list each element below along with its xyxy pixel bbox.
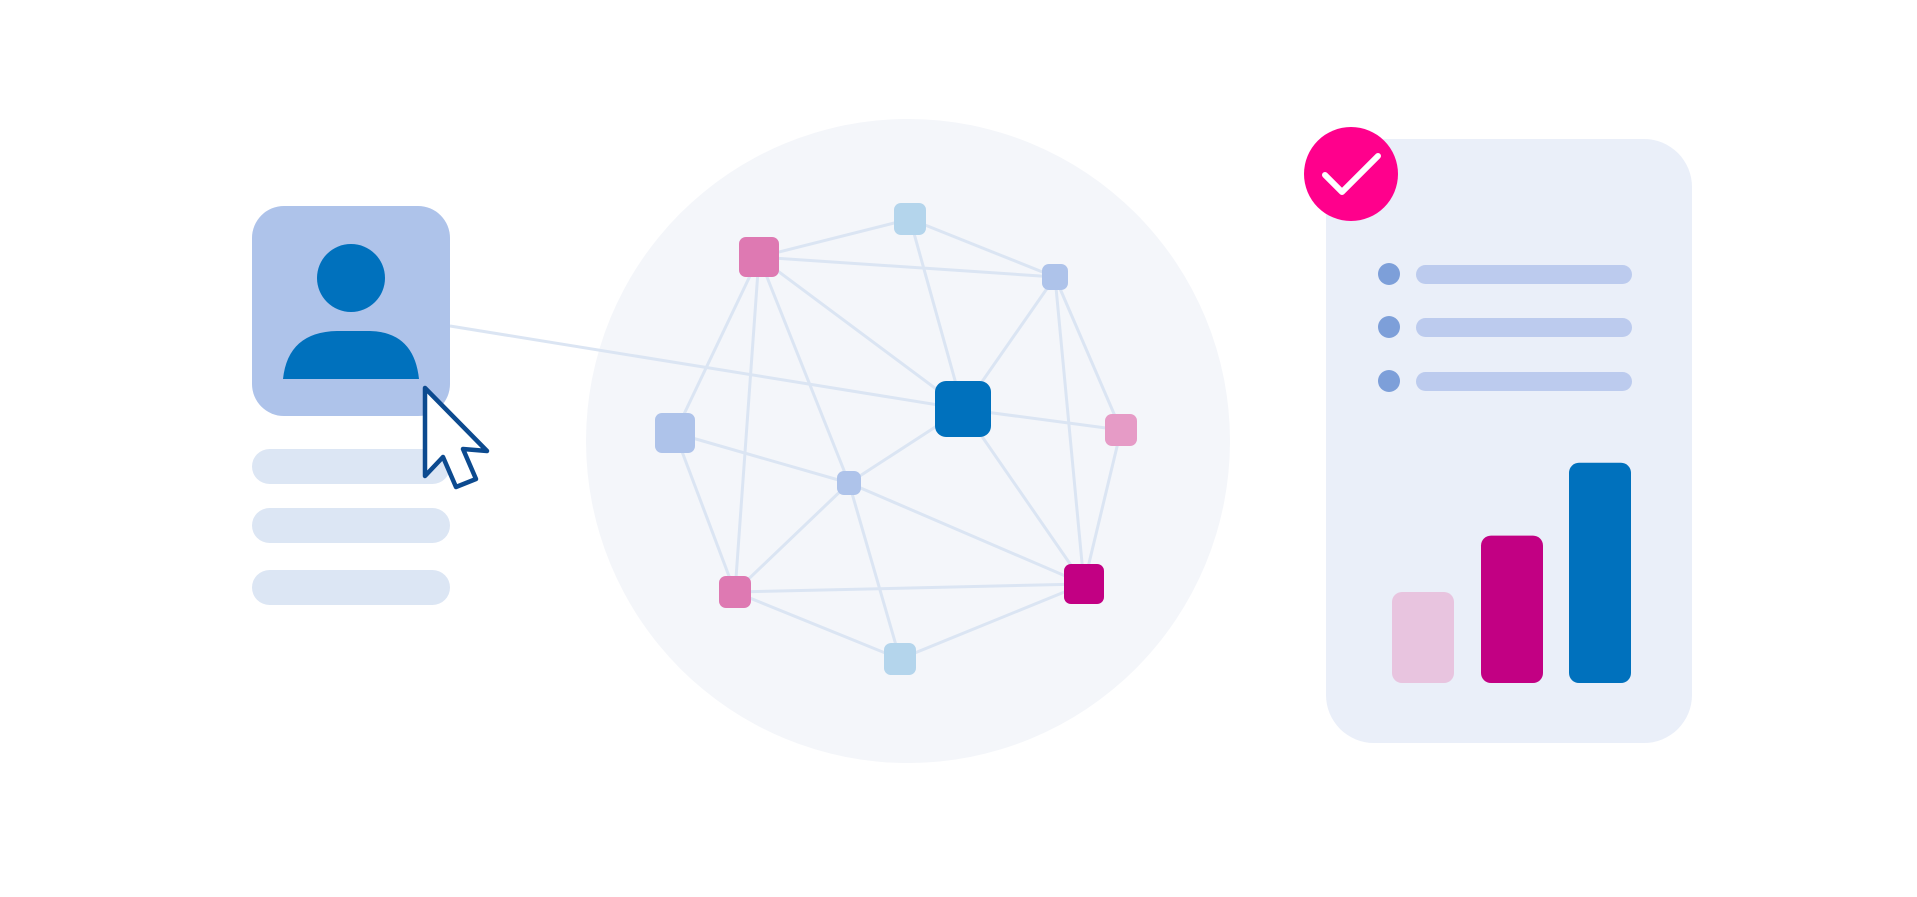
report-list-bullet bbox=[1378, 263, 1400, 285]
report-list-line bbox=[1416, 372, 1632, 391]
network-edge bbox=[734, 590, 901, 661]
network-edge bbox=[673, 256, 761, 434]
network-edge bbox=[673, 432, 737, 593]
report-list-line bbox=[1416, 318, 1632, 337]
network-edge bbox=[909, 217, 1056, 279]
report-card bbox=[1304, 127, 1692, 743]
report-bar-3 bbox=[1569, 462, 1631, 683]
check-badge bbox=[1304, 127, 1398, 221]
report-bar-1 bbox=[1392, 592, 1454, 683]
network-edge bbox=[1082, 429, 1123, 585]
network-edge bbox=[758, 255, 1056, 279]
network-edge bbox=[733, 481, 851, 594]
report-list-line bbox=[1416, 265, 1632, 284]
network-node-n4 bbox=[655, 413, 695, 453]
network-edge bbox=[449, 324, 964, 411]
report-list-bullet bbox=[1378, 370, 1400, 392]
check-icon bbox=[1322, 153, 1381, 195]
network-edge bbox=[758, 255, 964, 411]
network-edges bbox=[449, 217, 1123, 661]
profile-detail-row bbox=[252, 570, 450, 605]
network-node-n10 bbox=[884, 643, 916, 675]
check-badge-circle bbox=[1304, 127, 1398, 221]
network-node-n3 bbox=[1042, 264, 1068, 290]
network-edge bbox=[733, 256, 761, 593]
network-edge bbox=[674, 431, 850, 485]
report-list-bullet bbox=[1378, 316, 1400, 338]
network-edge bbox=[847, 482, 902, 660]
cursor-pointer-icon bbox=[422, 385, 490, 490]
network-node-n7 bbox=[837, 471, 861, 495]
profile-detail-row bbox=[252, 508, 450, 543]
network-node-n1 bbox=[739, 237, 779, 277]
network-edge bbox=[758, 217, 911, 259]
network-edge bbox=[899, 582, 1085, 661]
network-edge bbox=[734, 582, 1085, 594]
profile-detail-row bbox=[252, 449, 450, 484]
network-node-n2 bbox=[894, 203, 926, 235]
network-edge bbox=[1053, 276, 1123, 431]
profile-card bbox=[252, 206, 450, 605]
network-nodes bbox=[655, 203, 1137, 675]
network-edge bbox=[961, 408, 1086, 585]
network-edge bbox=[757, 256, 851, 484]
user-icon-body bbox=[283, 331, 419, 379]
report-bar-2 bbox=[1481, 535, 1543, 683]
user-icon-head bbox=[317, 244, 385, 312]
network-edge bbox=[908, 218, 965, 410]
user-icon bbox=[283, 244, 419, 379]
network-edge bbox=[848, 481, 1085, 586]
network-node-n5 bbox=[935, 381, 991, 437]
network-node-n8 bbox=[719, 576, 751, 608]
network-node-n6 bbox=[1105, 414, 1137, 446]
report-bar-chart bbox=[1392, 462, 1631, 683]
network-edge bbox=[1053, 276, 1086, 585]
network-node-n9 bbox=[1064, 564, 1104, 604]
